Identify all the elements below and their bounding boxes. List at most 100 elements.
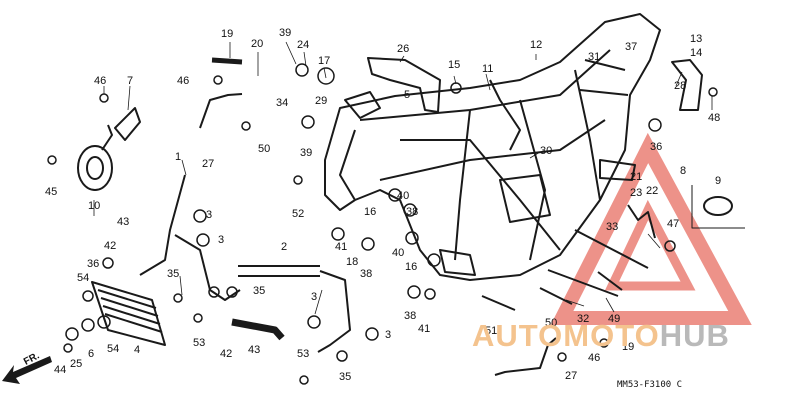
callout: 51 (485, 325, 498, 337)
callout: 49 (608, 313, 621, 325)
callout: 35 (167, 268, 180, 280)
callout: 11 (482, 63, 494, 75)
callout: 19 (221, 28, 234, 40)
callout: 27 (202, 158, 215, 170)
stay-7 (114, 107, 141, 141)
stay-21 (627, 204, 656, 239)
callout: 3 (385, 329, 392, 341)
callout: 41 (418, 323, 431, 335)
callout: 22 (646, 185, 659, 197)
front-arrow (2, 356, 52, 384)
callout: 36 (650, 141, 663, 153)
callout: 16 (364, 206, 377, 218)
callout: 25 (70, 358, 83, 370)
callout: 3 (311, 291, 318, 303)
callout: 36 (87, 258, 100, 270)
callout: 44 (54, 364, 67, 376)
callout: 35 (253, 285, 266, 297)
callout: 3 (206, 209, 213, 221)
callout: 5 (404, 89, 411, 101)
grommet-9 (703, 196, 733, 216)
callout: 46 (177, 75, 190, 87)
pin-19 (211, 57, 243, 65)
callout: 32 (577, 313, 590, 325)
callout: 43 (248, 344, 261, 356)
hose-43 (231, 318, 285, 341)
callout: 46 (588, 352, 601, 364)
callout: 17 (318, 55, 331, 67)
callout: 23 (630, 187, 643, 199)
callout: 39 (300, 147, 313, 159)
callout: 6 (88, 348, 95, 360)
callout: 42 (104, 240, 117, 252)
callout: 34 (276, 97, 289, 109)
callout: 40 (397, 190, 410, 202)
callout: 38 (404, 310, 417, 322)
callout: 38 (360, 268, 373, 280)
callout: 19 (622, 341, 635, 353)
oil-cooler (91, 281, 166, 346)
watermark-part2: HUB (659, 318, 730, 353)
callout: 53 (193, 337, 206, 349)
callout: 29 (315, 95, 328, 107)
callout: 13 (690, 33, 703, 45)
callout: 24 (297, 39, 310, 51)
callout: 52 (292, 208, 305, 220)
callout: 53 (297, 348, 310, 360)
callout: 40 (392, 247, 405, 259)
bolt-51 (481, 295, 516, 311)
main-frame (324, 13, 661, 281)
callout: 8 (680, 165, 687, 177)
callout: 31 (588, 51, 601, 63)
hose-27-bottom (494, 337, 557, 376)
bolts-33 (539, 229, 649, 305)
fasteners (47, 63, 718, 385)
callout: 20 (251, 38, 264, 50)
leader-lines (93, 41, 713, 344)
callout: 50 (258, 143, 271, 155)
callout: 42 (220, 348, 233, 360)
callout: 4 (134, 344, 141, 356)
watermark-part1: AUTOMOTO (472, 318, 660, 353)
callout: 28 (674, 80, 687, 92)
callout: 54 (107, 343, 120, 355)
bracket-26 (367, 57, 441, 113)
callout: 18 (346, 256, 359, 268)
callout: 43 (117, 216, 130, 228)
hose-27-top (199, 93, 243, 129)
bracket-28 (671, 59, 703, 111)
oil-pipe-1 (139, 174, 186, 276)
callout: 16 (405, 261, 418, 273)
callout: 39 (279, 27, 292, 39)
callout: 2 (281, 241, 288, 253)
watermark-logo (550, 132, 752, 325)
callout: 26 (397, 43, 410, 55)
callout: 7 (127, 75, 134, 87)
callout: 12 (530, 39, 543, 51)
callout: 30 (540, 145, 553, 157)
callout: 37 (625, 41, 638, 53)
callout: 35 (339, 371, 352, 383)
callout: 38 (406, 206, 419, 218)
callout: 54 (77, 272, 90, 284)
horn (77, 124, 113, 191)
callout: 48 (708, 112, 721, 124)
callout: 47 (667, 218, 680, 230)
callout: 45 (45, 186, 58, 198)
callout: 10 (88, 200, 101, 212)
callout: 9 (715, 175, 722, 187)
document-code: MM53-F3100 C (617, 380, 683, 390)
watermark-text: AUTOMOTOHUB (472, 318, 730, 354)
callout: 3 (218, 234, 225, 246)
callout: 46 (94, 75, 107, 87)
callout: 27 (565, 370, 578, 382)
callout: 41 (335, 241, 348, 253)
callout: 21 (630, 171, 643, 183)
callout: 14 (690, 47, 703, 59)
callout: 33 (606, 221, 619, 233)
callout: 1 (175, 151, 182, 163)
callout: 15 (448, 59, 461, 71)
callout: 50 (545, 317, 558, 329)
